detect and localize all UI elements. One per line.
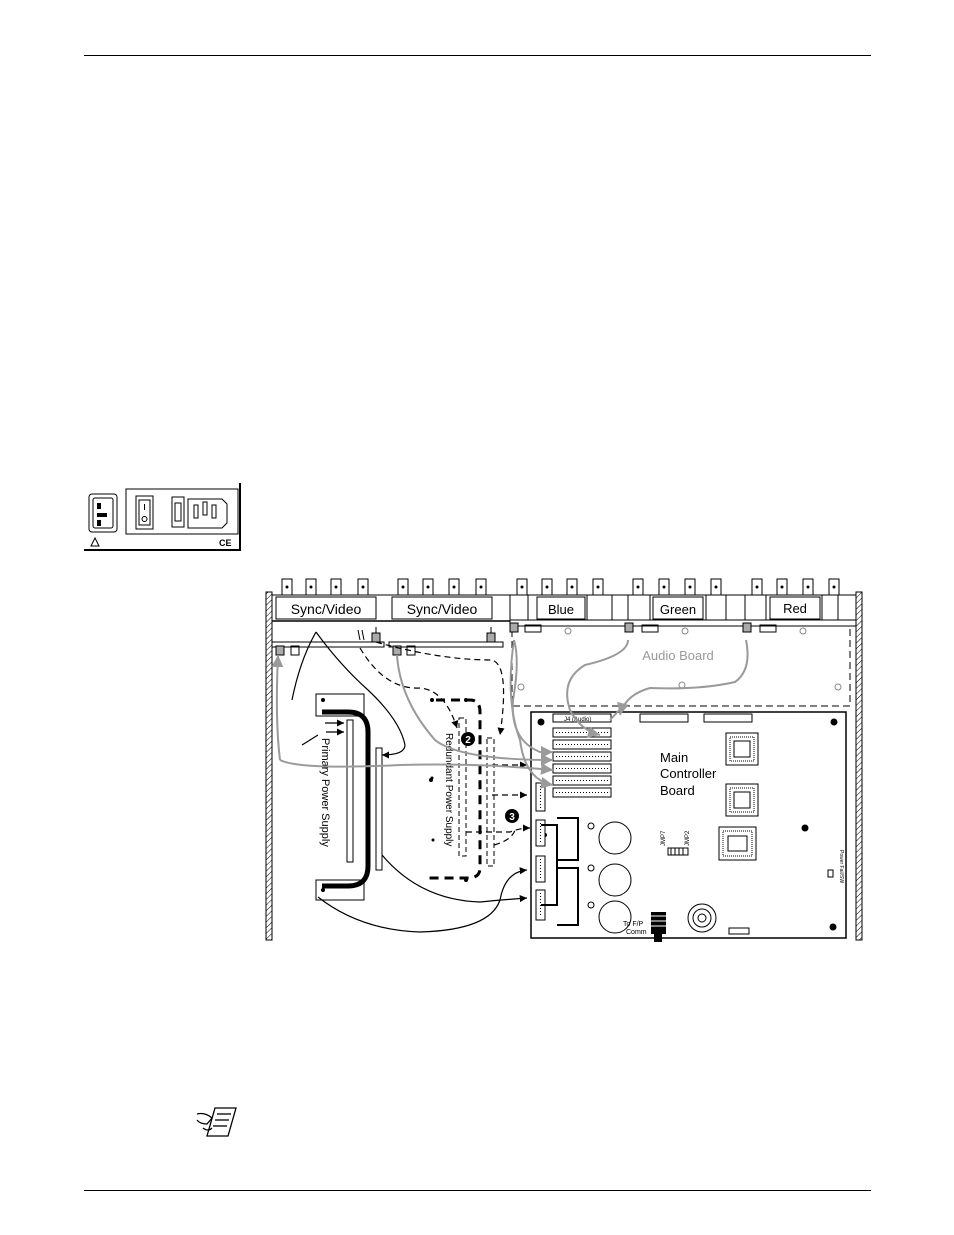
bnc-connector <box>829 579 839 595</box>
ribbon-header <box>553 728 611 737</box>
fp-comm-label-line2: Comm <box>626 929 647 936</box>
bnc-connector <box>517 579 527 595</box>
side-header <box>536 783 545 811</box>
primary-psu-label: Primary Power Supply <box>319 738 331 847</box>
ribbon-header <box>553 788 611 797</box>
panel-label-sync-video-2: Sync/Video <box>407 601 478 617</box>
redundant-psu-label: Redundant Power Supply <box>443 733 454 846</box>
callout-2-number: 2 <box>465 735 471 746</box>
side-header <box>536 820 545 846</box>
power-fail-label: Power Fail/SW <box>838 850 844 883</box>
ribbon-header <box>553 752 611 761</box>
audio-board: Audio Board <box>510 620 856 706</box>
bnc-connector <box>593 579 603 595</box>
bnc-connector <box>282 579 292 595</box>
main-board-label-line1: Main <box>660 750 688 765</box>
main-board-label-line3: Board <box>660 783 695 798</box>
jmp2-label: JMP2 <box>685 830 691 846</box>
bnc-connector <box>803 579 813 595</box>
bnc-connector <box>633 579 643 595</box>
panel-labels: Sync/Video Sync/Video Blue Green Red <box>276 597 820 619</box>
bnc-connector <box>449 579 459 595</box>
panel-label-blue: Blue <box>548 602 574 617</box>
bnc-connector-row <box>282 579 839 595</box>
panel-label-red: Red <box>783 601 807 616</box>
primary-power-supply: Primary Power Supply <box>316 694 382 900</box>
bnc-connector <box>685 579 695 595</box>
ribbon-header <box>553 776 611 785</box>
bnc-connector <box>659 579 669 595</box>
main-board-label-line2: Controller <box>660 766 717 781</box>
callout-3-number: 3 <box>509 812 515 823</box>
main-controller-board: J4 (Audio) Main Controller Board <box>531 712 846 942</box>
redundant-power-supply: Redundant Power Supply <box>428 698 494 882</box>
jmp7-label: JMP7 <box>661 830 667 846</box>
bnc-connector <box>711 579 721 595</box>
bnc-connector <box>567 579 577 595</box>
bnc-connector <box>752 579 762 595</box>
fp-comm-label-line1: To F/P <box>623 921 644 928</box>
bnc-connector <box>306 579 316 595</box>
ribbon-header <box>553 764 611 773</box>
bnc-connector <box>777 579 787 595</box>
bnc-connector <box>542 579 552 595</box>
mounting-screws <box>431 777 435 842</box>
ribbon-header <box>553 740 611 749</box>
bnc-connector <box>331 579 341 595</box>
side-header <box>536 856 545 882</box>
panel-label-green: Green <box>660 602 696 617</box>
bnc-connector <box>423 579 433 595</box>
bnc-connector <box>398 579 408 595</box>
audio-board-label: Audio Board <box>642 648 714 663</box>
panel-label-sync-video-1: Sync/Video <box>291 601 362 617</box>
callout-2: 2 <box>461 732 475 746</box>
bnc-connector <box>476 579 486 595</box>
callout-3: 3 <box>505 809 519 823</box>
bnc-connector <box>358 579 368 595</box>
